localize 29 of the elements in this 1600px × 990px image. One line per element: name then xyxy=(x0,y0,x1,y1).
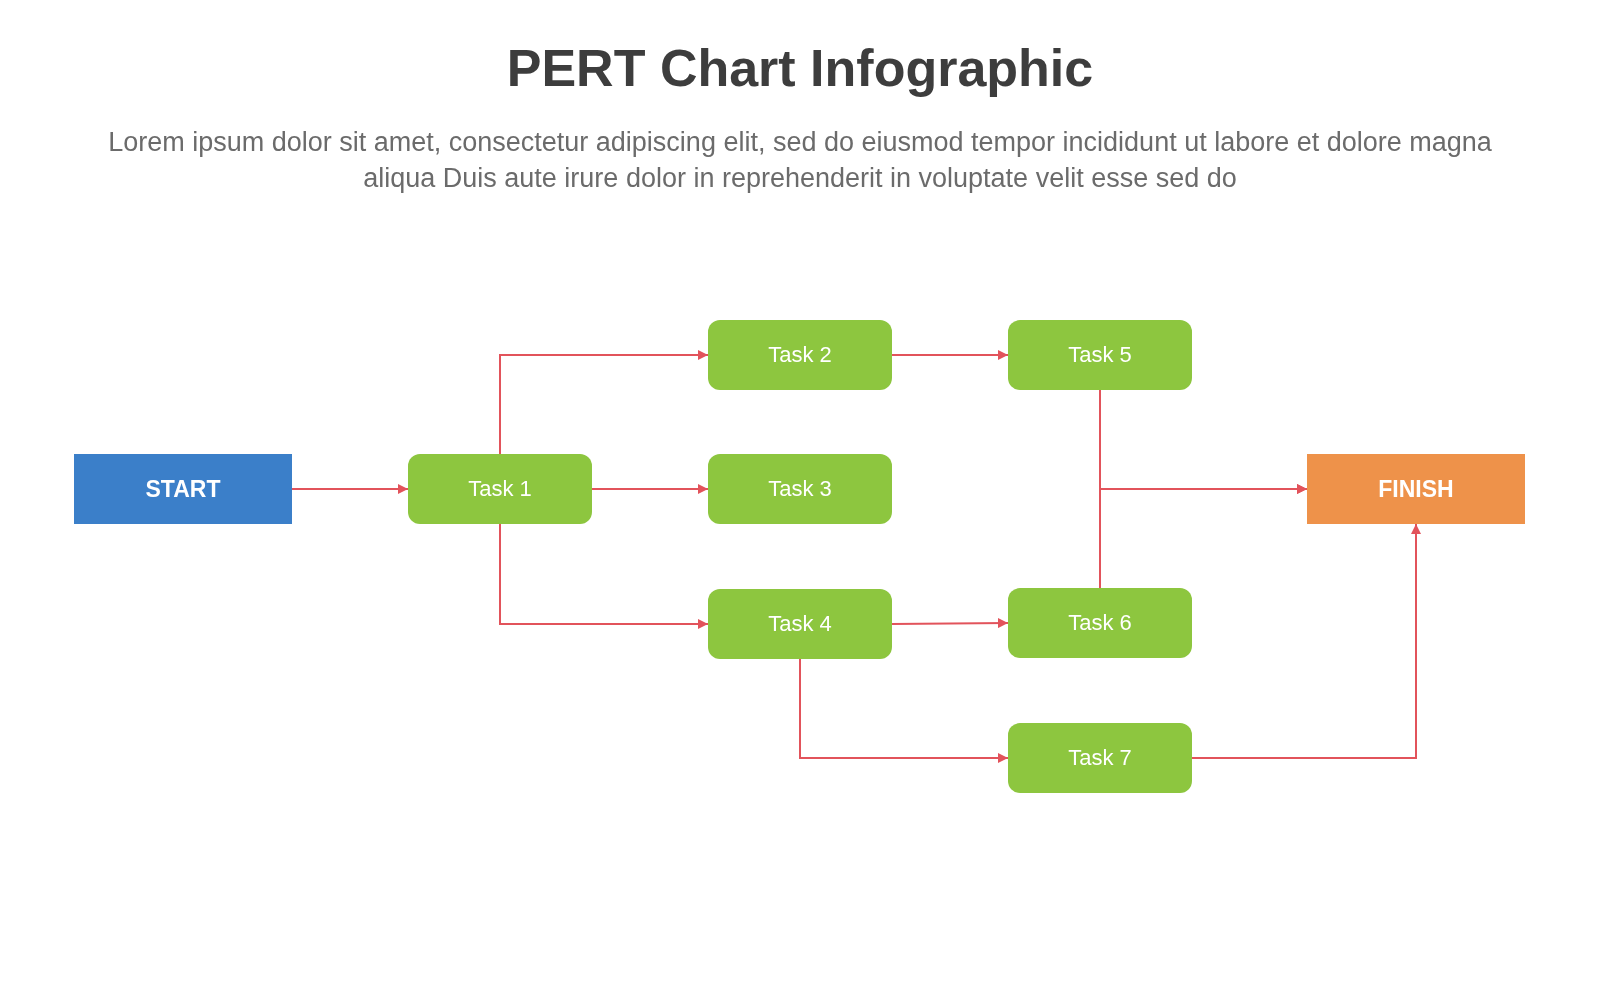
task-box xyxy=(408,454,592,524)
arrow xyxy=(591,484,709,494)
task-box xyxy=(1008,320,1192,390)
task-box xyxy=(708,320,892,390)
arrow xyxy=(891,350,1009,360)
node-label: Task 4 xyxy=(768,611,832,637)
node-label: Task 1 xyxy=(468,476,532,502)
arrow xyxy=(891,618,1009,629)
arrow xyxy=(799,658,1009,763)
arrow xyxy=(1099,484,1308,589)
subtitle: Lorem ipsum dolor sit amet, consectetur adipiscing elit, sed do eiusmod tempor incididunt ut labore et dolore magna aliqua Duis aute irure dolor in reprehenderit in voluptate velit esse sed do xyxy=(107,126,1493,195)
node-label: START xyxy=(145,475,221,503)
task-box xyxy=(1008,588,1192,658)
arrow xyxy=(499,523,709,629)
node-label: Task 2 xyxy=(768,342,832,368)
task-box xyxy=(708,454,892,524)
node-label: Task 3 xyxy=(768,476,832,502)
arrow xyxy=(291,484,409,494)
start-box xyxy=(74,454,292,524)
arrow xyxy=(499,350,709,455)
node-label: Task 6 xyxy=(1068,610,1132,636)
task-box xyxy=(1008,723,1192,793)
node-label: FINISH xyxy=(1378,475,1454,503)
node-label: Task 7 xyxy=(1068,745,1132,771)
finish-box xyxy=(1307,454,1525,524)
title: PERT Chart Infographic xyxy=(505,38,1095,98)
node-label: Task 5 xyxy=(1068,342,1132,368)
arrow xyxy=(1191,523,1421,759)
task-box xyxy=(708,589,892,659)
